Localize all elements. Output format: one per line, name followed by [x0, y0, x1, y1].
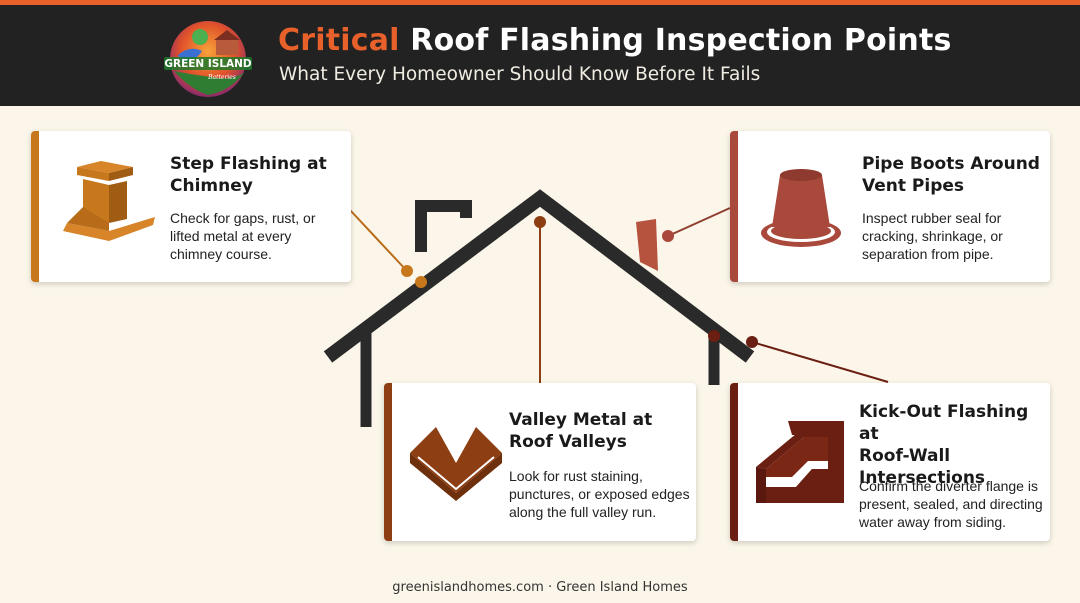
house-chimney	[415, 200, 472, 252]
card-valley-description: Look for rust staining, punctures, or exp…	[509, 467, 690, 521]
chimney-flashing-icon	[63, 161, 155, 241]
card-step-desc-line1: Check for gaps, rust, or	[170, 210, 316, 226]
marker-step	[401, 265, 413, 277]
logo-subtext: Batteries	[207, 74, 236, 81]
card-kick-title-line3: Intersections	[859, 468, 986, 488]
marker-valley	[534, 216, 546, 228]
card-kick-title-line1: Kick-Out Flashing at	[859, 402, 1029, 444]
card-kick-description: Confirm the diverter flange is present, s…	[859, 477, 1043, 531]
house-roof	[323, 189, 755, 363]
card-pipe-desc-line2: cracking, shrinkage, or	[862, 228, 1003, 244]
card-valley-desc-line1: Look for rust staining,	[509, 468, 643, 484]
card-valley-title-line1: Valley Metal at	[509, 410, 653, 430]
card-step-title-line2: Chimney	[170, 176, 253, 196]
card-pipe-title-line2: Vent Pipes	[862, 176, 965, 196]
page-subtitle: What Every Homeowner Should Know Before …	[279, 64, 761, 85]
card-valley-desc-line3: along the full valley run.	[509, 504, 657, 520]
card-step-title-line1: Step Flashing at	[170, 154, 327, 174]
card-valley-desc-line2: punctures, or exposed edges	[509, 486, 690, 502]
marker-chimney-base	[415, 276, 427, 288]
vent-pipe	[636, 219, 658, 271]
card-step-desc-line3: chimney course.	[170, 246, 272, 262]
card-valley-title-line2: Roof Valleys	[509, 432, 627, 452]
card-kick-desc-line3: water away from siding.	[859, 514, 1007, 530]
connector-step	[349, 209, 408, 272]
green-island-logo: GREEN ISLAND Batteries	[164, 21, 252, 97]
top-accent-stripe	[0, 0, 1080, 5]
connector-pipe	[667, 207, 731, 237]
marker-pipe	[662, 230, 674, 242]
connector-kick	[751, 341, 889, 383]
marker-kick	[746, 336, 758, 348]
header-bar: GREEN ISLAND Batteries Critical Roof Fla…	[0, 5, 1080, 106]
logo-text: GREEN ISLAND	[164, 58, 252, 70]
marker-wall-kick	[708, 330, 720, 342]
card-pipe-desc-line1: Inspect rubber seal for	[862, 210, 1002, 226]
page-title: Critical Roof Flashing Inspection Points	[278, 23, 952, 58]
title-rest: Roof Flashing Inspection Points	[399, 23, 952, 58]
card-kick-title-line2: Roof-Wall	[859, 446, 951, 466]
card-step-desc-line2: lifted metal at every	[170, 228, 292, 244]
card-kick-desc-line1: Confirm the diverter flange is	[859, 478, 1038, 494]
valley-metal-icon	[410, 427, 502, 501]
kick-out-flashing-icon	[756, 421, 844, 503]
footer-credit: greenislandhomes.com · Green Island Home…	[392, 580, 688, 595]
card-step-description: Check for gaps, rust, or lifted metal at …	[170, 209, 316, 263]
card-pipe-title-line1: Pipe Boots Around	[862, 154, 1040, 174]
pipe-boot-icon	[761, 169, 841, 247]
title-accent: Critical	[278, 23, 400, 58]
card-pipe-description: Inspect rubber seal for cracking, shrinka…	[862, 209, 1003, 263]
card-pipe-desc-line3: separation from pipe.	[862, 246, 994, 262]
card-kick-desc-line2: present, sealed, and directing	[859, 496, 1043, 512]
